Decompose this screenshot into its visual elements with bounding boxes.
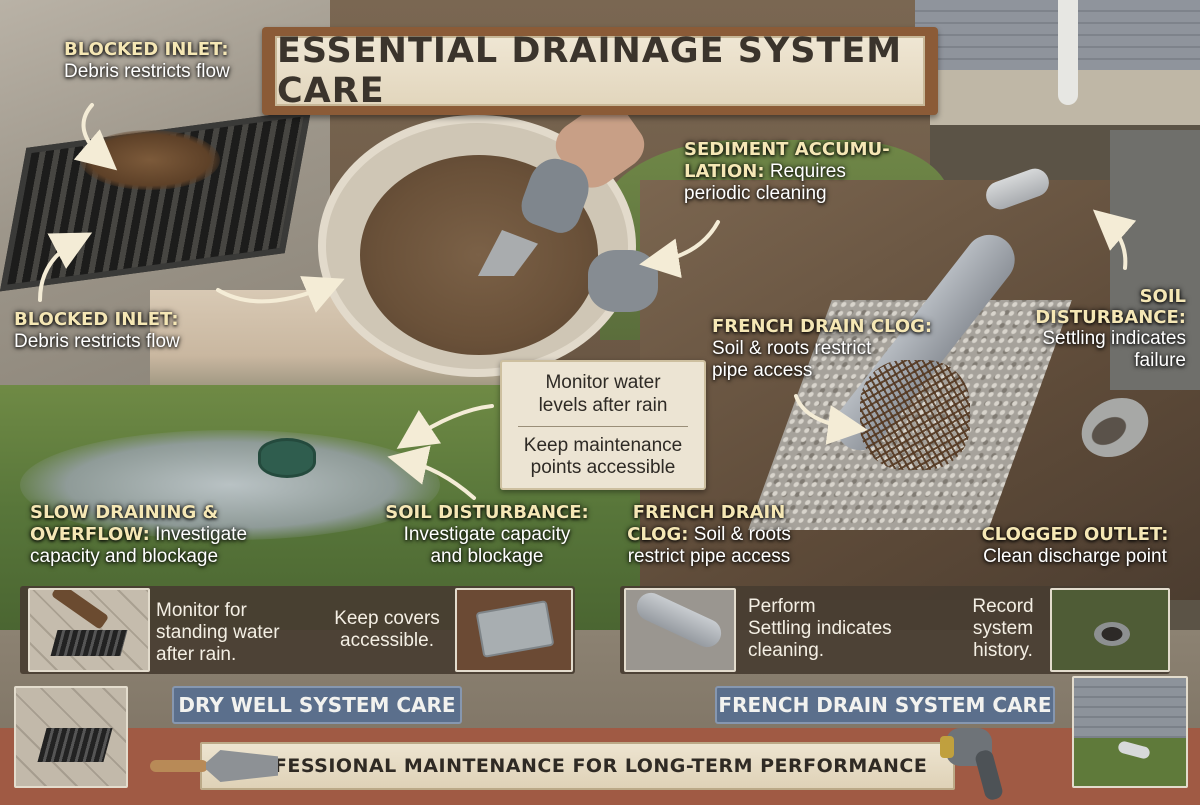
callout-heading: BLOCKED INLET: [64, 39, 229, 60]
storm-drain-grate-icon [14, 686, 128, 788]
callout-slow-draining: SLOW DRAINING & OVERFLOW: Investigate ca… [30, 502, 248, 567]
callout-heading: BLOCKED INLET: [14, 309, 179, 330]
hose-nozzle-icon [940, 728, 1024, 802]
tip-line: system [972, 618, 1034, 640]
note-line: points accessible [530, 457, 676, 479]
callout-body: Investigate capacity [403, 523, 571, 545]
dry-well-tip-covers: Keep covers accessible. [322, 608, 452, 652]
callout-body: Settling indicates [1042, 328, 1186, 350]
callout-body: Debris restricts flow [64, 60, 230, 82]
note-line: Keep maintenance [523, 434, 683, 456]
root-intrusion [860, 360, 970, 470]
callout-blocked-inlet-top: BLOCKED INLET: Debris restricts flow [64, 39, 230, 83]
note-line: levels after rain [538, 394, 668, 416]
callout-heading: CLOGGED OUTLET: [981, 524, 1169, 545]
tip-line: Settling indicates [748, 618, 892, 640]
callout-body: capacity and blockage [30, 545, 219, 567]
callout-soil-disturbance-center: SOIL DISTURBANCE: Investigate capacity a… [382, 502, 592, 567]
tip-line: accessible. [340, 630, 434, 652]
section-label-french-drain: FRENCH DRAIN SYSTEM CARE [715, 686, 1055, 724]
french-drain-tip-history: Record system history. [958, 596, 1048, 663]
perforated-pipe-icon [624, 588, 736, 672]
tip-line: standing water [156, 622, 280, 644]
tip-line: Record [972, 596, 1034, 617]
downspout-icon [1072, 676, 1188, 788]
callout-heading: FRENCH DRAIN [632, 502, 786, 523]
standing-water [20, 430, 440, 540]
note-line: Monitor water [545, 372, 661, 393]
callout-heading: FRENCH DRAIN CLOG: [712, 316, 933, 337]
outlet-pipe-icon [1050, 588, 1170, 672]
callout-french-clog-top: FRENCH DRAIN CLOG: Soil & roots restrict… [712, 316, 933, 381]
callout-clogged-outlet: CLOGGED OUTLET: Clean discharge point [970, 524, 1180, 568]
callout-heading: SOIL DISTURBANCE: [385, 502, 589, 523]
callout-body: Debris restricts flow [14, 330, 180, 352]
callout-heading: SOIL [1139, 286, 1186, 307]
callout-body: periodic cleaning [684, 182, 827, 204]
callout-heading: CLOG: [627, 523, 689, 545]
callout-sediment: SEDIMENT ACCUMU- LATION: Requires period… [684, 139, 890, 204]
callout-body: Investigate [155, 523, 248, 545]
callout-body: pipe access [712, 359, 813, 381]
callout-heading: SEDIMENT ACCUMU- [684, 139, 890, 160]
leaf-debris [80, 130, 220, 190]
callout-french-clog-bottom: FRENCH DRAIN CLOG: Soil & roots restrict… [614, 502, 804, 567]
callout-heading: SLOW DRAINING & [30, 502, 219, 523]
trowel-icon [150, 748, 280, 784]
callout-body: Soil & roots [693, 523, 791, 545]
callout-body: Soil & roots restrict [712, 337, 872, 359]
callout-body: failure [1134, 350, 1186, 372]
footer-text: PROFESSIONAL MAINTENANCE FOR LONG-TERM P… [227, 755, 928, 777]
dry-well-cap-icon [258, 438, 316, 478]
tip-line: history. [973, 640, 1033, 662]
callout-heading: OVERFLOW: [30, 523, 150, 545]
maintenance-note-card: Monitor water levels after rain Keep mai… [500, 360, 706, 490]
callout-soil-disturbance-right: SOIL DISTURBANCE: Settling indicates fai… [1010, 286, 1186, 372]
callout-body: restrict pipe access [627, 545, 791, 567]
footer-banner: PROFESSIONAL MAINTENANCE FOR LONG-TERM P… [200, 742, 955, 790]
tip-line: after rain. [156, 644, 237, 666]
callout-body: Clean discharge point [983, 545, 1167, 567]
garden-glove-icon [588, 250, 658, 312]
callout-heading: LATION: [684, 160, 765, 182]
french-drain-tip-cleaning: Perform Settling indicates cleaning. [748, 596, 918, 663]
tip-line: Keep covers [334, 608, 440, 629]
tip-line: cleaning. [748, 640, 825, 662]
tip-line: Perform [748, 596, 816, 617]
title-banner: ESSENTIAL DRAINAGE SYSTEM CARE [275, 31, 925, 111]
callout-heading: DISTURBANCE: [1035, 306, 1186, 328]
callout-blocked-inlet-mid: BLOCKED INLET: Debris restricts flow [14, 309, 180, 353]
downspout-icon [1058, 0, 1078, 105]
page-title: ESSENTIAL DRAINAGE SYSTEM CARE [277, 31, 903, 111]
access-cover-icon [455, 588, 573, 672]
note-divider [518, 425, 688, 427]
callout-body: and blockage [430, 545, 544, 567]
tip-line: Monitor for [156, 600, 247, 621]
dry-well-tip-standing-water: Monitor for standing water after rain. [156, 600, 296, 667]
callout-body: Requires [769, 160, 846, 182]
section-label-dry-well: DRY WELL SYSTEM CARE [172, 686, 462, 724]
brush-icon [28, 588, 150, 672]
